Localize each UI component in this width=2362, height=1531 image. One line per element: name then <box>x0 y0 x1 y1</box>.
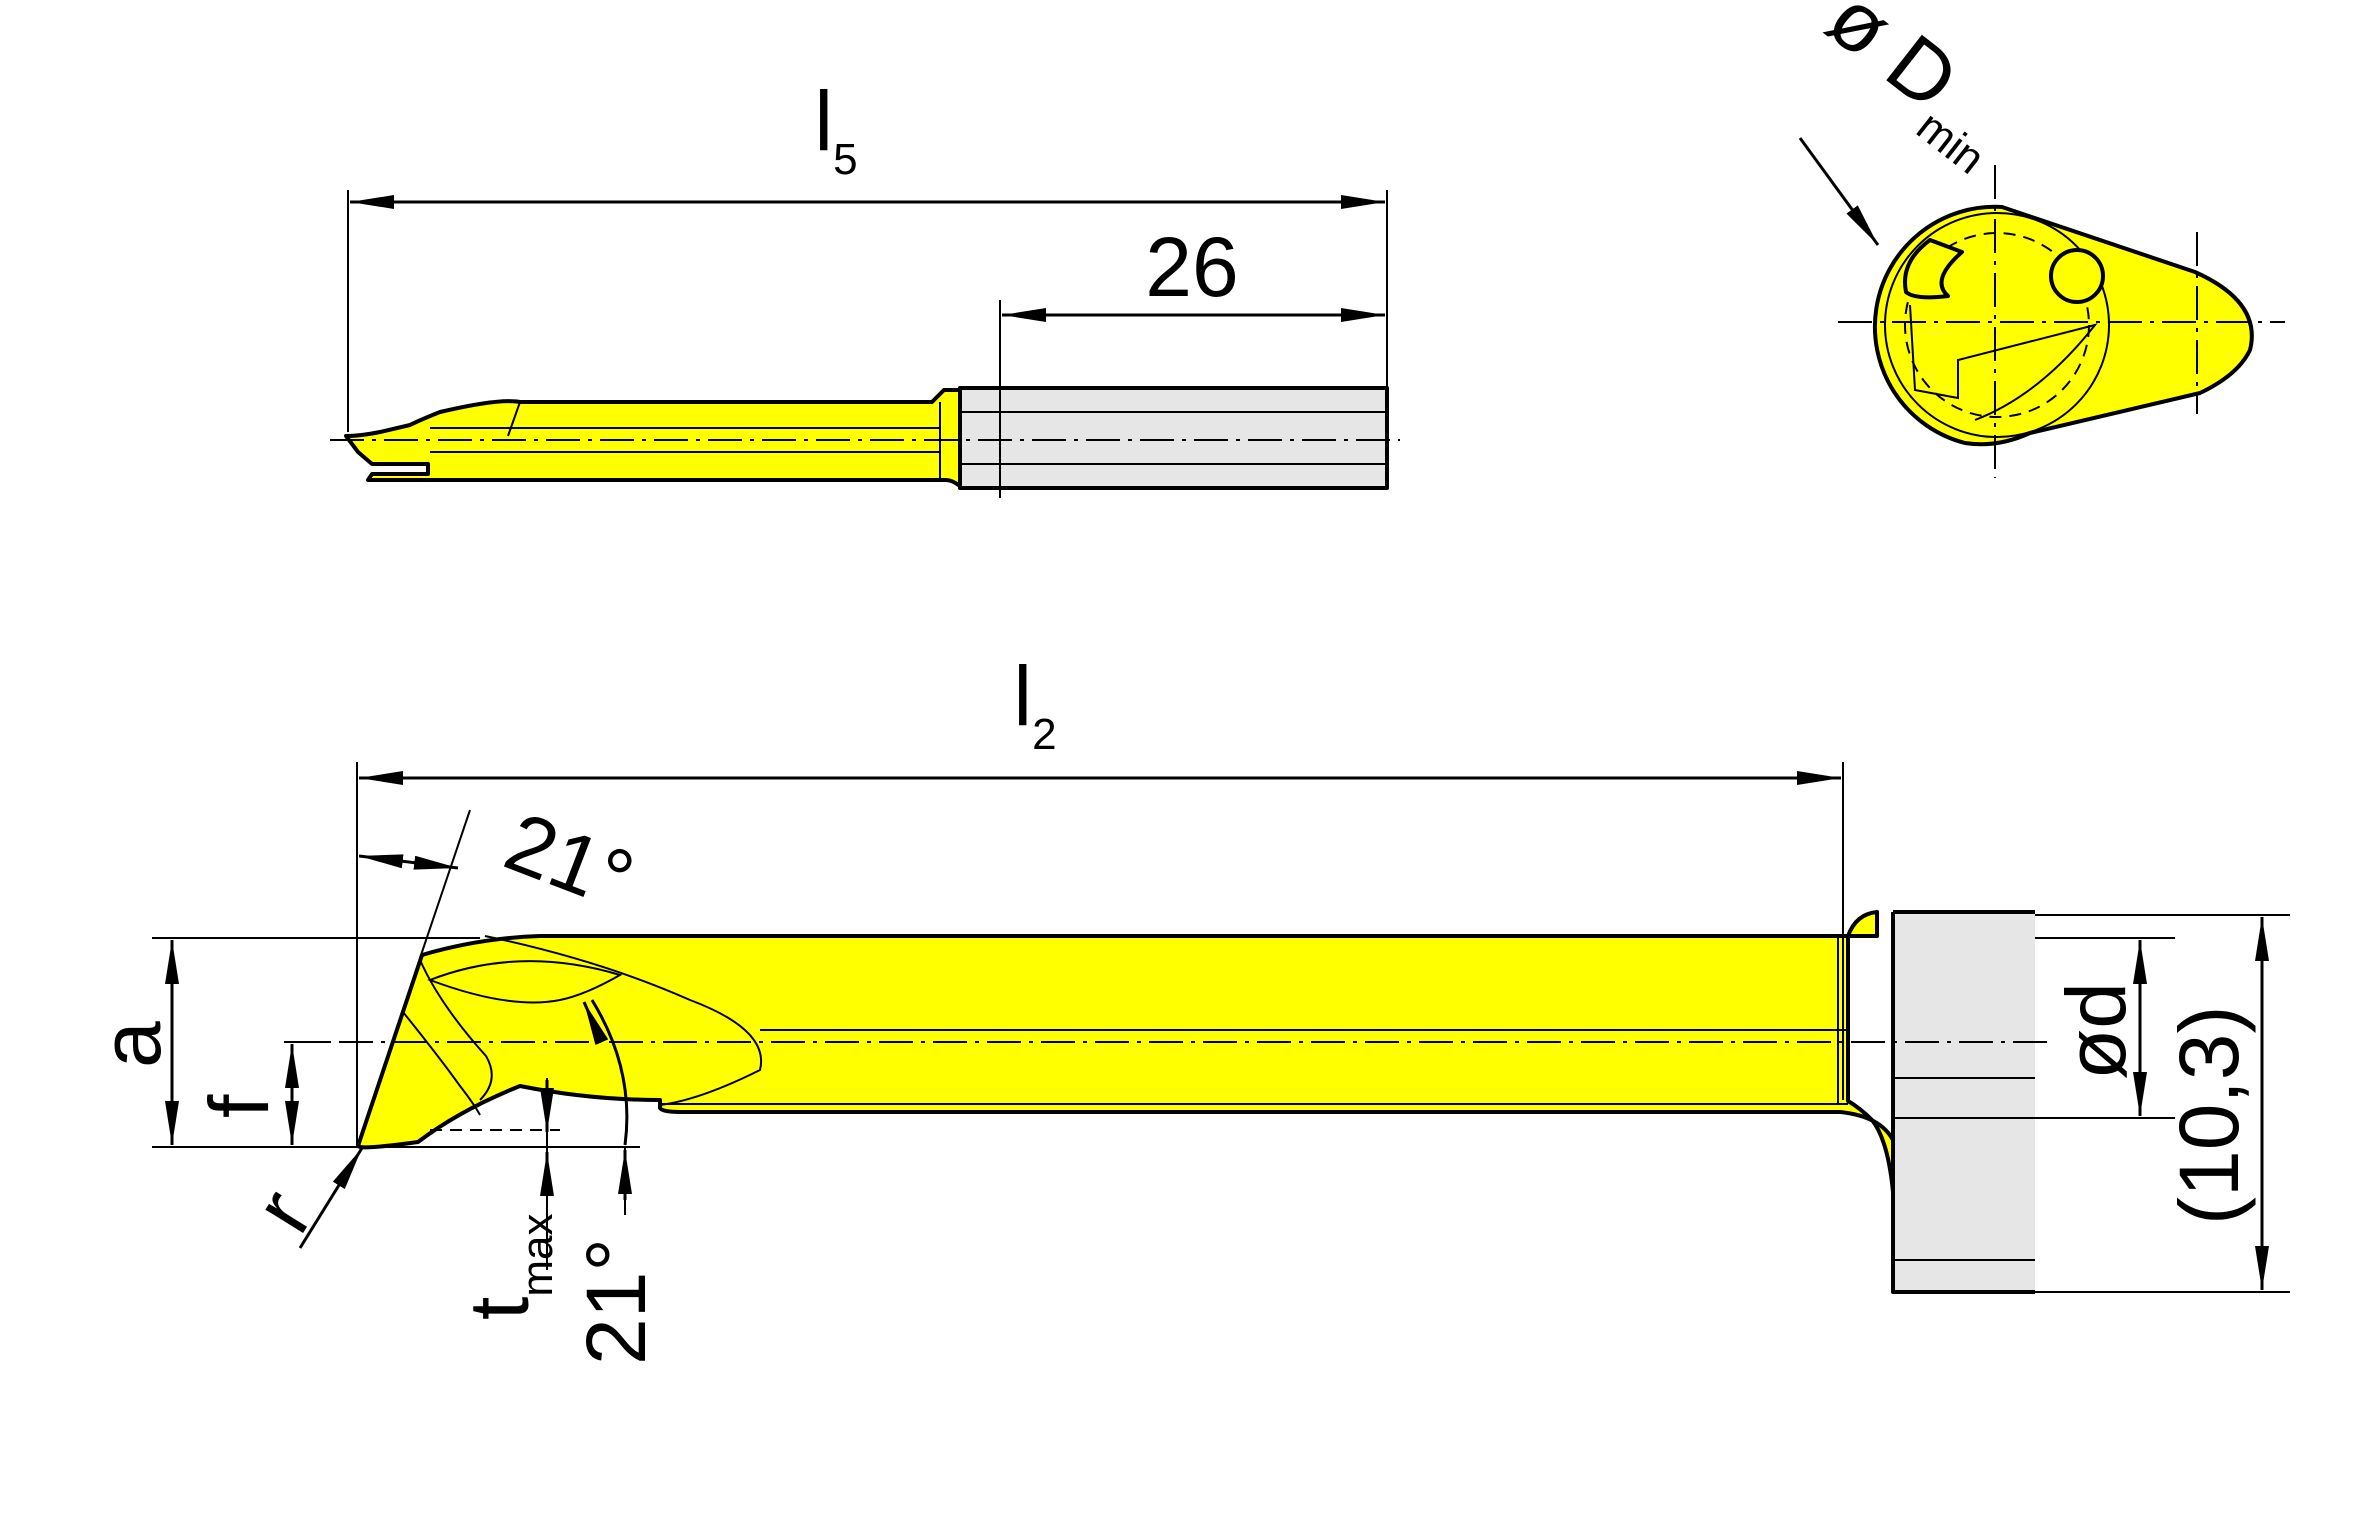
main-view-shank <box>1893 912 2035 1292</box>
radius-leader <box>298 1147 364 1249</box>
side-view-tool-body <box>344 388 962 488</box>
label-shank-diameter: ød <box>2049 982 2143 1080</box>
angle-extension-line <box>419 809 471 959</box>
label-26: 26 <box>1145 220 1238 314</box>
main-view: l2 21° a f r tmax 21° ød (10,3) <box>84 649 2290 1365</box>
label-r: r <box>236 1174 331 1248</box>
main-view-tool-body <box>356 910 1895 1294</box>
side-view: l5 26 <box>330 74 1400 498</box>
cutting-edge <box>402 1011 481 1116</box>
side-view-shank <box>958 386 1389 490</box>
cutting-edge <box>419 959 493 1101</box>
insert-edge <box>1909 304 2098 421</box>
end-view-body <box>1872 204 2254 447</box>
label-reference: (10,3) <box>2162 1006 2256 1225</box>
flute-edge <box>484 935 763 1106</box>
dmin-leader <box>1798 137 1880 246</box>
label-angle-bottom: 21° <box>569 1238 663 1365</box>
angle-top-dimension <box>358 854 459 870</box>
hidden-circle <box>1904 232 2090 418</box>
label-f: f <box>192 1094 286 1118</box>
flute-edge <box>507 401 521 437</box>
label-tmax: tmax <box>452 1214 562 1320</box>
label-l5: l5 <box>814 74 857 184</box>
angle-bottom-arrow <box>582 1001 609 1046</box>
label-dmin: ø Dmin <box>1801 0 2031 184</box>
label-angle-top: 21° <box>494 794 646 927</box>
flute-pocket <box>1903 238 1964 300</box>
label-a: a <box>84 1021 178 1068</box>
end-view: ø Dmin <box>1798 0 2285 478</box>
cutting-face <box>427 960 623 1004</box>
label-l2: l2 <box>1013 649 1056 759</box>
coolant-hole <box>2049 248 2105 304</box>
bore-circle <box>1884 212 2110 438</box>
